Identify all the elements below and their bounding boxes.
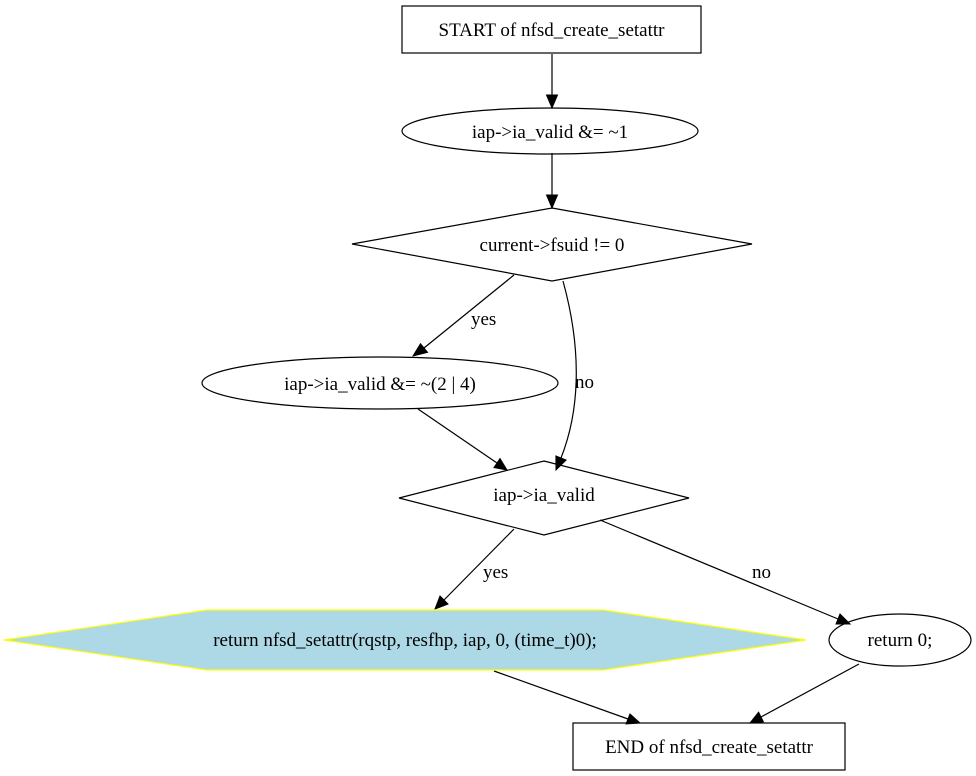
edge-assign24-to-check-valid xyxy=(417,408,509,471)
edge-valid-no xyxy=(599,519,852,625)
end-node: END of nfsd_create_setattr xyxy=(572,722,846,771)
edge-fsuid-no xyxy=(555,280,577,472)
assign-valid-2-4-node: iap->ia_valid &= ~(2 | 4) xyxy=(201,356,559,410)
start-node-label: START of nfsd_create_setattr xyxy=(439,20,666,41)
edge-fsuid-yes xyxy=(411,274,515,357)
edge-setattr-to-end xyxy=(493,670,642,725)
return-setattr-label: return nfsd_setattr(rqstp, resfhp, iap, … xyxy=(213,630,597,651)
return-zero-node: return 0; xyxy=(828,613,972,667)
check-ia-valid-node: iap->ia_valid xyxy=(398,460,690,536)
end-node-label: END of nfsd_create_setattr xyxy=(605,737,814,758)
assign-valid-1-node: iap->ia_valid &= ~1 xyxy=(401,107,699,155)
edge-assign-to-check-fsuid xyxy=(545,153,559,210)
edge-label-valid-no: no xyxy=(752,562,771,583)
edge-label-valid-yes: yes xyxy=(483,562,508,583)
edge-return0-to-end xyxy=(748,663,860,724)
return-setattr-node: return nfsd_setattr(rqstp, resfhp, iap, … xyxy=(3,609,807,671)
check-ia-valid-label: iap->ia_valid xyxy=(493,485,595,506)
start-node: START of nfsd_create_setattr xyxy=(401,5,702,54)
edge-valid-yes xyxy=(434,528,515,610)
edge-label-fsuid-yes: yes xyxy=(471,309,496,330)
assign-valid-2-4-label: iap->ia_valid &= ~(2 | 4) xyxy=(284,374,476,395)
assign-valid-1-label: iap->ia_valid &= ~1 xyxy=(472,122,628,143)
check-fsuid-node: current->fsuid != 0 xyxy=(351,207,753,282)
edge-label-fsuid-no: no xyxy=(575,372,594,393)
return-zero-label: return 0; xyxy=(868,630,933,651)
check-fsuid-label: current->fsuid != 0 xyxy=(480,235,625,256)
edge-start-to-assign xyxy=(545,54,559,110)
